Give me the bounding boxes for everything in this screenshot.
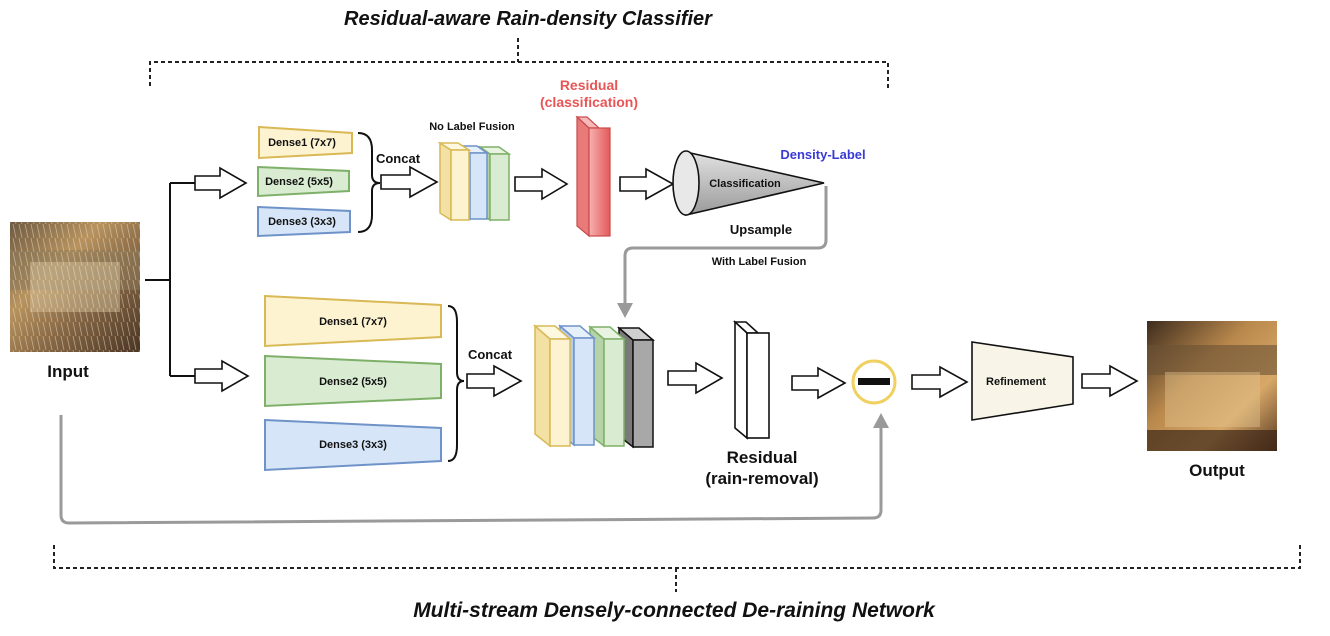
top-dashed-bracket xyxy=(149,38,889,90)
input-image xyxy=(10,222,140,352)
arrow-bottom-concat xyxy=(466,364,523,398)
bottom-concat-brace xyxy=(447,305,465,462)
dense-top-2-label: Dense2 (5x5) xyxy=(265,176,333,188)
arrow-to-subtract xyxy=(791,366,847,400)
dense-bottom-2: Dense2 (5x5) xyxy=(264,354,442,408)
hollow-arrows xyxy=(194,165,1139,400)
output-label: Output xyxy=(1189,461,1245,480)
dense-top-1-label: Dense1 (7x7) xyxy=(268,137,336,149)
bottom-concat-label: Concat xyxy=(468,347,513,362)
refinement-block: Refinement xyxy=(971,341,1074,421)
dense-top-1: Dense1 (7x7) xyxy=(258,125,353,160)
with-label-fusion-label: With Label Fusion xyxy=(712,256,807,268)
top-concat-label: Concat xyxy=(376,151,421,166)
dense-top-3-label: Dense3 (3x3) xyxy=(268,216,336,228)
arrow-to-residual-class xyxy=(514,167,569,201)
upsample-arrow xyxy=(623,186,828,305)
top-feature-stack xyxy=(437,141,512,222)
upsample-arrowhead xyxy=(617,303,633,318)
residual-class-title-1: Residual xyxy=(560,77,618,93)
dense-bottom-1-label: Dense1 (7x7) xyxy=(319,316,387,328)
classification-label: Classification xyxy=(709,178,781,190)
upsample-label: Upsample xyxy=(730,222,792,237)
bottom-feature-stack xyxy=(532,324,656,449)
arrow-to-classifier xyxy=(619,167,675,201)
arrow-to-bottom-branch xyxy=(194,359,250,393)
dense-bottom-3: Dense3 (3x3) xyxy=(264,418,442,472)
arrow-to-residual-rr xyxy=(667,361,724,395)
refinement-label: Refinement xyxy=(986,376,1046,388)
bottom-dashed-bracket xyxy=(53,545,1301,592)
density-label: Density-Label xyxy=(780,147,865,162)
dense-top-3: Dense3 (3x3) xyxy=(257,205,351,238)
arrow-to-refinement xyxy=(911,365,969,399)
input-label: Input xyxy=(47,362,89,381)
arrow-top-concat xyxy=(380,165,439,199)
top-title: Residual-aware Rain-density Classifier xyxy=(344,8,713,30)
residual-class-title-2: (classification) xyxy=(540,94,638,110)
bottom-title: Multi-stream Densely-connected De-rainin… xyxy=(413,599,936,622)
subtract-operator xyxy=(851,359,897,405)
skip-connection-arrow xyxy=(59,415,883,525)
arrow-to-top-branch xyxy=(194,166,248,200)
arrow-to-output xyxy=(1081,364,1139,398)
skip-connection-arrowhead xyxy=(873,413,889,428)
residual-rr-title-2: (rain-removal) xyxy=(705,469,818,488)
no-label-fusion-label: No Label Fusion xyxy=(429,121,515,133)
classification-cone: Classification xyxy=(672,150,825,217)
input-branch-lines xyxy=(145,182,195,377)
dense-bottom-1: Dense1 (7x7) xyxy=(264,294,442,348)
dense-bottom-2-label: Dense2 (5x5) xyxy=(319,376,387,388)
top-concat-brace xyxy=(357,132,381,233)
dense-top-2: Dense2 (5x5) xyxy=(257,165,350,198)
residual-rain-removal-block xyxy=(732,320,770,440)
output-image xyxy=(1147,321,1277,451)
dense-bottom-3-label: Dense3 (3x3) xyxy=(319,439,387,451)
residual-classification-block xyxy=(575,115,611,238)
residual-rr-title-1: Residual xyxy=(727,448,798,467)
